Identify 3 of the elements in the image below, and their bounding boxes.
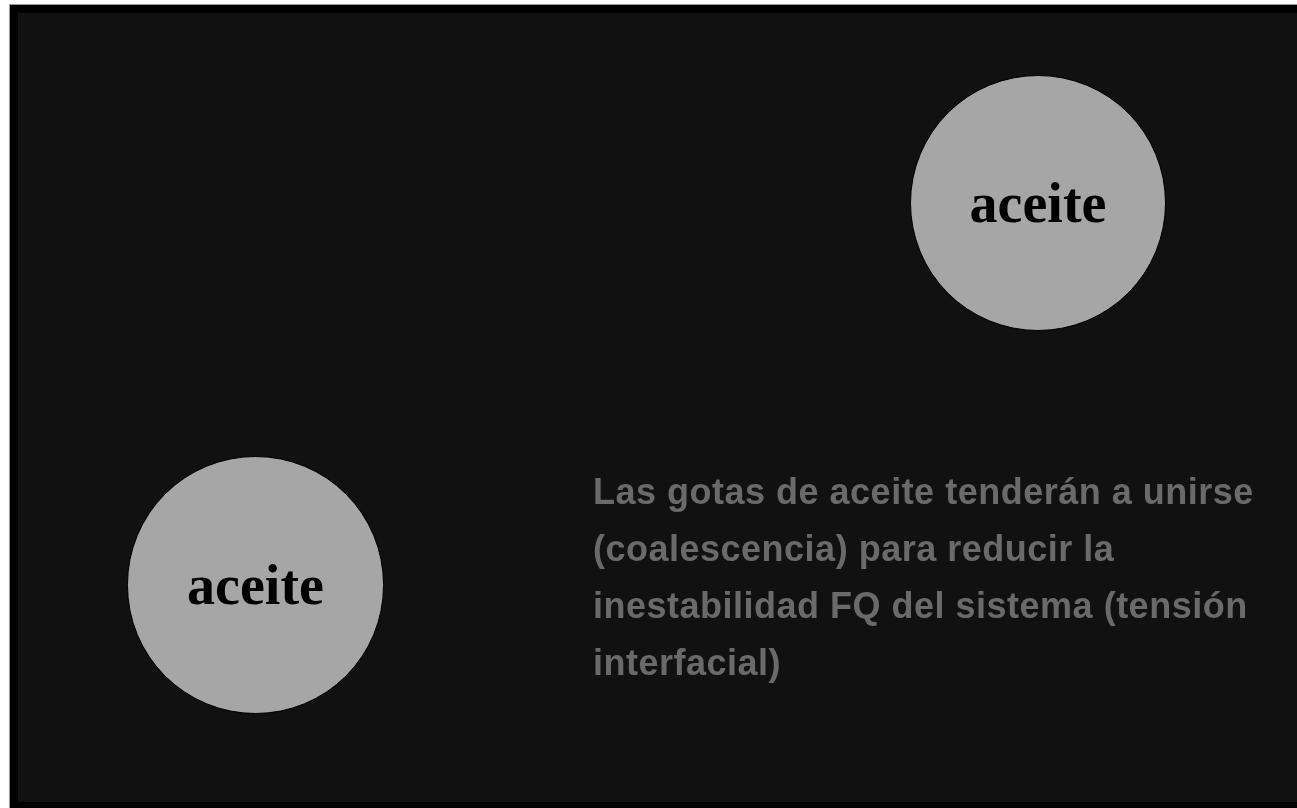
droplet-label: aceite: [969, 175, 1107, 231]
explanation-text: Las gotas de aceite tenderán a unirse (coalescencia) para reducir la inestabilidad FQ del sistema (tensión interfacial): [593, 470, 1255, 685]
droplet-label: aceite: [187, 557, 324, 613]
